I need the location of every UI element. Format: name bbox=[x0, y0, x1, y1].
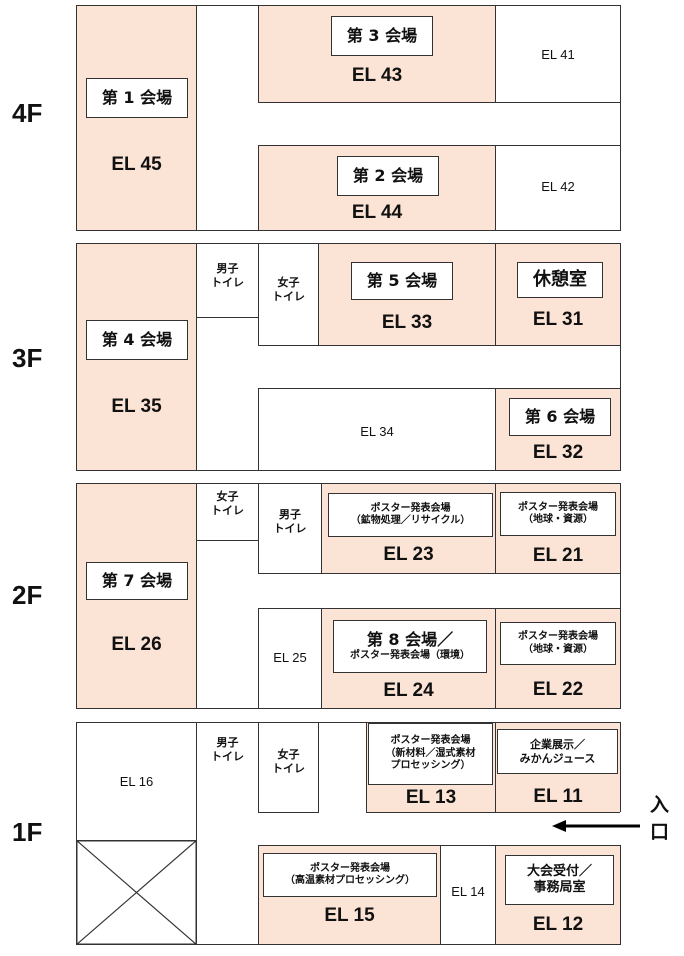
restroom-women-3f[interactable] bbox=[258, 243, 319, 346]
expo-label: 企業展示／ みかんジュース bbox=[497, 729, 618, 774]
room-el42[interactable] bbox=[495, 145, 621, 231]
hall-5-label: 第 5 会場 bbox=[351, 262, 453, 300]
poster-el21-label: ポスター発表会場 （地球・資源） bbox=[500, 492, 616, 536]
reception-label: 大会受付／ 事務局室 bbox=[505, 855, 614, 905]
el33-label: EL 33 bbox=[381, 312, 433, 333]
el31-label: EL 31 bbox=[532, 309, 584, 330]
hall-7-label: 第 7 会場 bbox=[86, 562, 188, 600]
entrance-label: 入 口 bbox=[650, 794, 670, 843]
restroom-men-label: 男子 トイレ bbox=[211, 736, 244, 764]
entrance-arrow-icon bbox=[552, 820, 640, 832]
poster-el22-label: ポスター発表会場 （地球・資源） bbox=[500, 622, 616, 665]
el13-label: EL 13 bbox=[405, 787, 457, 808]
el25-label: EL 25 bbox=[273, 650, 307, 665]
el35-label: EL 35 bbox=[111, 396, 162, 417]
el42-label: EL 42 bbox=[541, 179, 575, 194]
hall-6-label: 第 6 会場 bbox=[509, 398, 611, 436]
room-el45[interactable] bbox=[76, 5, 197, 231]
closed-area-cross-icon bbox=[76, 840, 197, 945]
el16-label: EL 16 bbox=[119, 774, 154, 789]
el22-label: EL 22 bbox=[532, 679, 584, 700]
restroom-women-label: 女子 トイレ bbox=[272, 276, 305, 304]
hall-2-label: 第 2 会場 bbox=[337, 156, 439, 196]
restroom-men-label: 男子 トイレ bbox=[211, 262, 244, 290]
restroom-men-2f[interactable] bbox=[258, 483, 322, 574]
restroom-men-3f[interactable] bbox=[196, 243, 259, 318]
el15-label: EL 15 bbox=[324, 905, 375, 926]
el21-label: EL 21 bbox=[532, 545, 584, 566]
floor-label-3f: 3F bbox=[12, 343, 43, 373]
el44-label: EL 44 bbox=[351, 202, 403, 223]
restroom-women-label: 女子 トイレ bbox=[272, 748, 305, 776]
poster-el24-label: ポスター発表会場（環境） bbox=[350, 650, 470, 662]
rest-room-label: 休憩室 bbox=[517, 262, 603, 298]
restroom-men-label: 男子 トイレ bbox=[273, 508, 307, 536]
hall-8-label: 第 8 会場／ ポスター発表会場（環境） bbox=[333, 620, 487, 673]
el41-label: EL 41 bbox=[541, 47, 575, 62]
el26-label: EL 26 bbox=[111, 634, 162, 655]
el12-label: EL 12 bbox=[532, 914, 584, 935]
el24-label: EL 24 bbox=[383, 680, 434, 701]
hall-4-label: 第 4 会場 bbox=[86, 320, 188, 360]
entrance-opening bbox=[620, 812, 624, 845]
hall-1-label: 第 1 会場 bbox=[86, 78, 188, 118]
poster-el13-label: ポスター発表会場 （新材料／湿式素材 プロセッシング） bbox=[368, 723, 493, 785]
room-el34[interactable] bbox=[258, 388, 496, 471]
el11-label: EL 11 bbox=[533, 786, 583, 807]
el32-label: EL 32 bbox=[532, 442, 584, 463]
hall-8-title: 第 8 会場／ bbox=[366, 630, 454, 650]
floor-label-2f: 2F bbox=[12, 580, 43, 610]
room-el16[interactable] bbox=[76, 722, 197, 841]
el23-label: EL 23 bbox=[383, 544, 434, 565]
restroom-women-2f[interactable] bbox=[196, 483, 259, 541]
restroom-women-label: 女子 トイレ bbox=[211, 490, 244, 518]
poster-el15-label: ポスター発表会場 （高温素材プロセッシング） bbox=[263, 853, 437, 897]
floor-label-1f: 1F bbox=[12, 817, 43, 847]
room-el41[interactable] bbox=[495, 5, 621, 103]
el34-label: EL 34 bbox=[360, 424, 394, 439]
room-el25[interactable] bbox=[258, 608, 322, 709]
restroom-women-1f[interactable] bbox=[258, 722, 319, 813]
el14-label: EL 14 bbox=[451, 884, 485, 899]
el45-label: EL 45 bbox=[111, 154, 162, 175]
floor-label-4f: 4F bbox=[12, 98, 43, 128]
poster-el23-label: ポスター発表会場 （鉱物処理／リサイクル） bbox=[328, 493, 493, 537]
el43-label: EL 43 bbox=[351, 65, 403, 86]
hall-3-label: 第 3 会場 bbox=[331, 16, 433, 56]
